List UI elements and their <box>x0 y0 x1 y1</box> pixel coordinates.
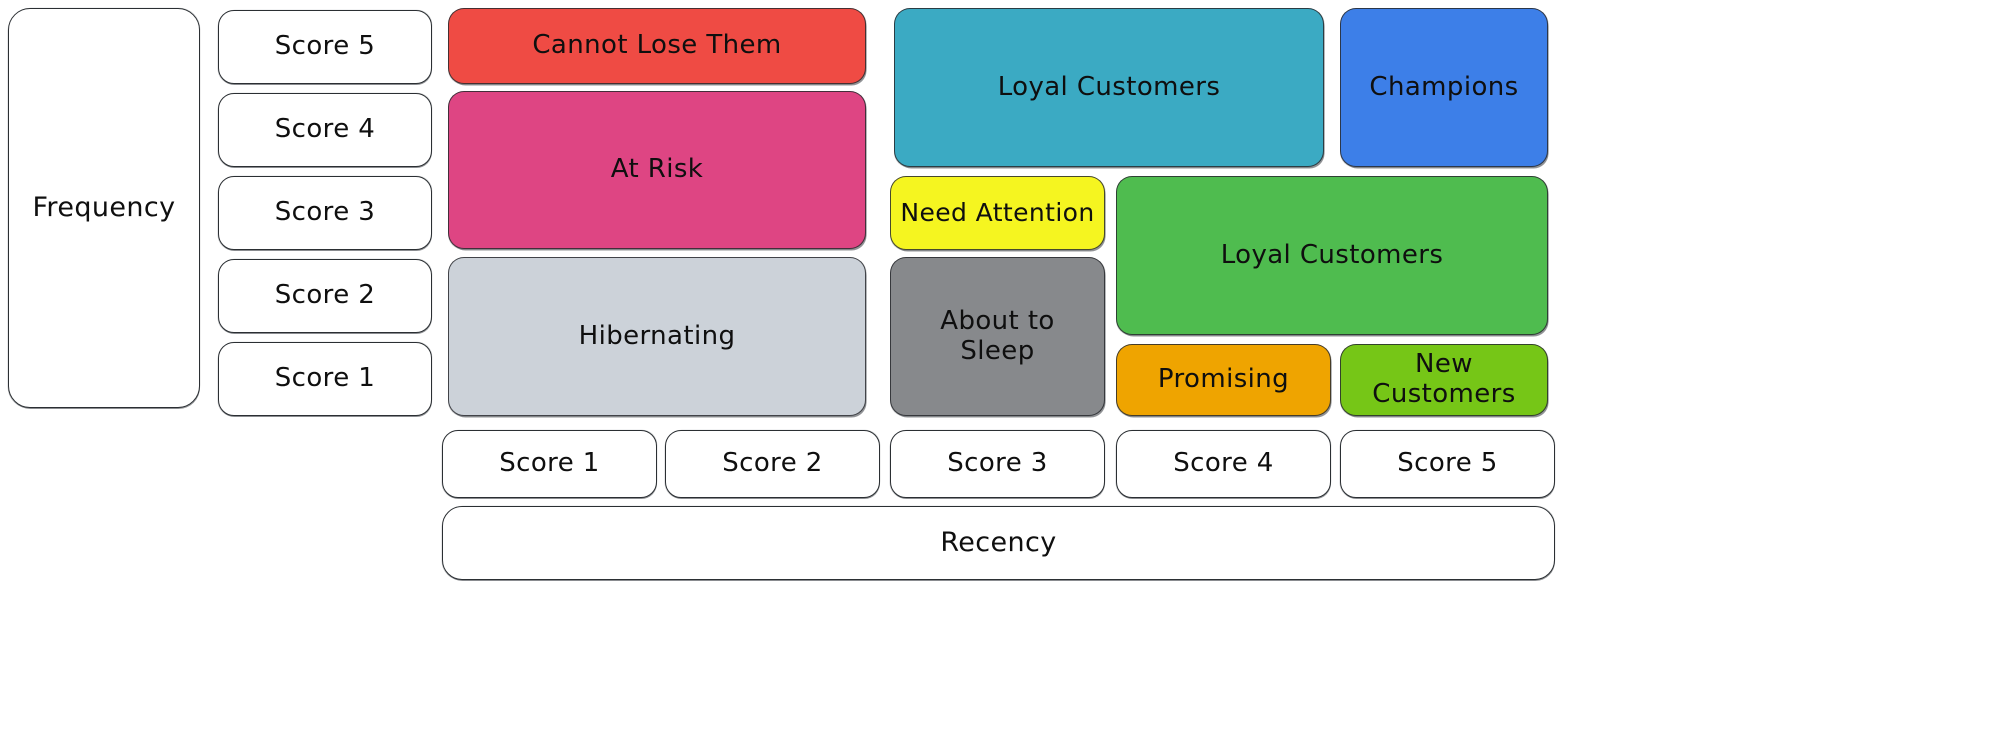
segment-need-attention[interactable]: Need Attention <box>890 176 1105 250</box>
recency-score-1[interactable]: Score 1 <box>442 430 657 498</box>
recency-score-1-label: Score 1 <box>499 448 600 479</box>
segment-loyal-customers-green-label: Loyal Customers <box>1220 239 1444 270</box>
segment-new-customers[interactable]: New Customers <box>1340 344 1548 416</box>
recency-score-5[interactable]: Score 5 <box>1340 430 1555 498</box>
segment-at-risk-label: At Risk <box>610 154 704 185</box>
frequency-score-5-label: Score 5 <box>274 31 376 62</box>
frequency-score-1[interactable]: Score 1 <box>218 342 432 416</box>
segment-at-risk[interactable]: At Risk <box>448 91 866 249</box>
recency-score-5-label: Score 5 <box>1397 448 1498 479</box>
recency-score-3-label: Score 3 <box>947 448 1048 479</box>
segment-loyal-customers-teal-label: Loyal Customers <box>997 71 1221 102</box>
segment-loyal-customers-teal[interactable]: Loyal Customers <box>894 8 1324 167</box>
recency-score-4[interactable]: Score 4 <box>1116 430 1331 498</box>
recency-score-2-label: Score 2 <box>722 448 823 479</box>
segment-new-customers-label: New Customers <box>1372 349 1516 409</box>
segment-about-to-sleep[interactable]: About to Sleep <box>890 257 1105 416</box>
segment-cannot-lose-them-label: Cannot Lose Them <box>532 30 782 61</box>
segment-champions-label: Champions <box>1369 71 1519 102</box>
segment-promising[interactable]: Promising <box>1116 344 1331 416</box>
frequency-score-1-label: Score 1 <box>274 363 376 394</box>
segment-promising-label: Promising <box>1157 364 1290 395</box>
recency-score-2[interactable]: Score 2 <box>665 430 880 498</box>
frequency-score-2[interactable]: Score 2 <box>218 259 432 333</box>
segment-loyal-customers-green[interactable]: Loyal Customers <box>1116 176 1548 335</box>
segment-need-attention-label: Need Attention <box>900 197 1095 227</box>
recency-score-4-label: Score 4 <box>1173 448 1274 479</box>
segment-champions[interactable]: Champions <box>1340 8 1548 167</box>
recency-axis-label: Recency <box>442 506 1555 580</box>
recency-score-3[interactable]: Score 3 <box>890 430 1105 498</box>
frequency-score-2-label: Score 2 <box>274 280 376 311</box>
frequency-axis-label: Frequency <box>8 8 200 408</box>
segment-cannot-lose-them[interactable]: Cannot Lose Them <box>448 8 866 84</box>
frequency-score-5[interactable]: Score 5 <box>218 10 432 84</box>
frequency-score-4[interactable]: Score 4 <box>218 93 432 167</box>
segment-hibernating[interactable]: Hibernating <box>448 257 866 416</box>
frequency-score-3-label: Score 3 <box>274 197 376 228</box>
frequency-score-3[interactable]: Score 3 <box>218 176 432 250</box>
recency-axis-text: Recency <box>940 527 1057 559</box>
frequency-score-4-label: Score 4 <box>274 114 376 145</box>
segment-about-to-sleep-label: About to Sleep <box>940 305 1055 366</box>
frequency-axis-text: Frequency <box>32 192 176 224</box>
segment-hibernating-label: Hibernating <box>578 320 736 351</box>
